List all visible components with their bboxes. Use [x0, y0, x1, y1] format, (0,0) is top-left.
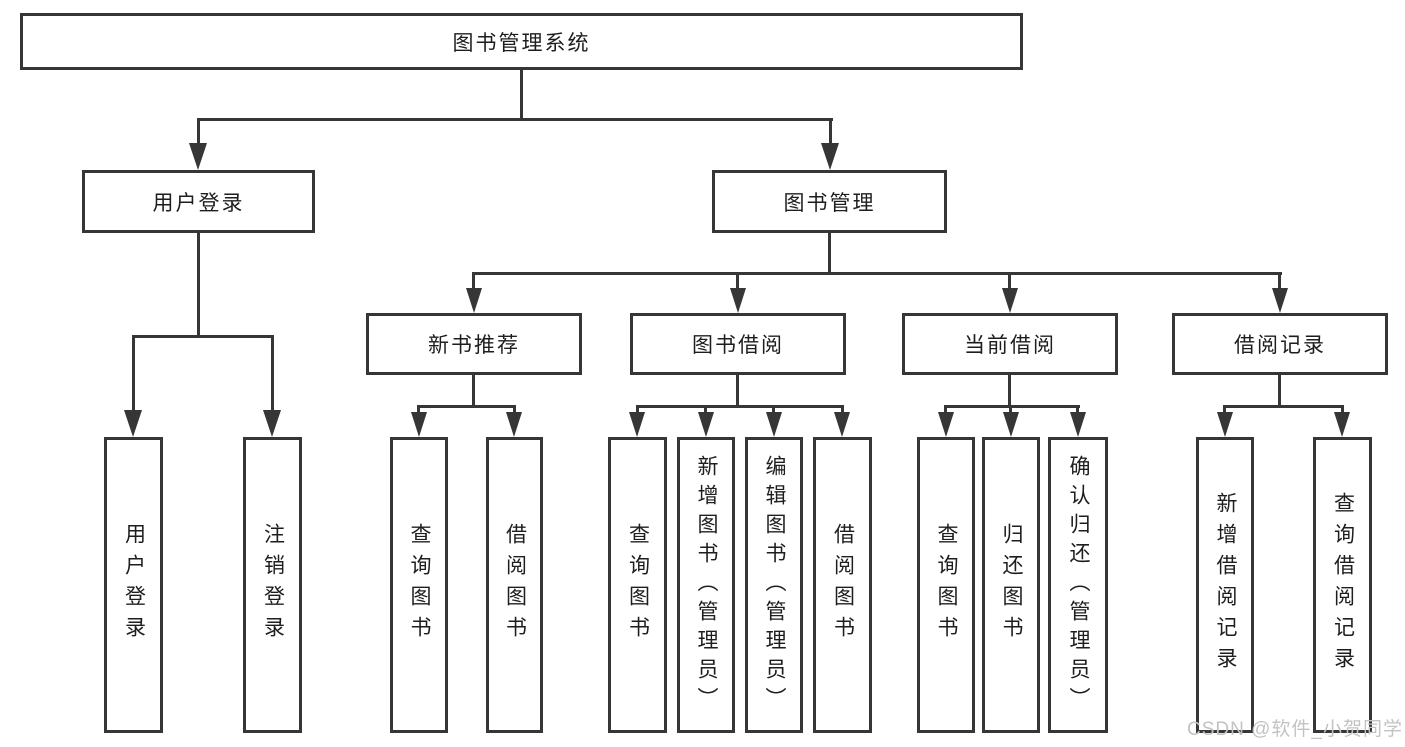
leaf-label: 借阅图书 — [503, 523, 527, 647]
arrow-down-icon — [938, 412, 954, 437]
connector-line — [1223, 405, 1344, 408]
arrow-down-icon — [411, 412, 427, 437]
leaf-label: 查询图书 — [626, 523, 650, 647]
connector-line — [1278, 275, 1281, 290]
node-current-borrow: 当前借阅 — [902, 313, 1118, 375]
arrow-down-icon — [730, 288, 746, 313]
node-book-management: 图书管理 — [712, 170, 947, 233]
arrow-down-icon — [1217, 412, 1233, 437]
leaf-label: 借阅图书 — [831, 523, 855, 647]
leaf-label: 新增图书（管理员） — [695, 454, 718, 716]
connector-line — [472, 275, 475, 290]
connector-line — [472, 375, 475, 407]
connector-line — [841, 408, 844, 415]
node-new-book-recommend-label: 新书推荐 — [428, 334, 520, 357]
connector-line — [1341, 408, 1344, 415]
connector-line — [828, 233, 831, 274]
connector-line — [1009, 408, 1012, 415]
connector-line — [736, 275, 739, 290]
arrow-down-icon — [1334, 412, 1350, 437]
node-root-label: 图书管理系统 — [452, 31, 591, 55]
leaf-label: 确认归还（管理员） — [1067, 454, 1090, 716]
leaf-label: 新增借阅记录 — [1214, 492, 1237, 678]
node-borrow-records: 借阅记录 — [1172, 313, 1388, 375]
connector-line — [1008, 275, 1011, 290]
arrow-down-icon — [834, 412, 850, 437]
arrow-down-icon — [698, 412, 714, 437]
connector-line — [472, 272, 1282, 275]
leaf-label: 查询图书 — [408, 523, 431, 647]
connector-line — [736, 375, 739, 407]
arrow-down-icon — [1070, 412, 1086, 437]
node-book-borrow: 图书借阅 — [630, 313, 846, 375]
node-add-book-admin: 新增图书（管理员） — [677, 437, 735, 733]
connector-line — [1223, 408, 1226, 415]
connector-line — [944, 405, 1080, 408]
connector-line — [197, 233, 200, 337]
arrow-down-icon — [1272, 288, 1288, 313]
connector-line — [829, 121, 832, 147]
arrow-down-icon — [124, 410, 142, 437]
connector-line — [271, 338, 274, 412]
connector-line — [944, 408, 947, 415]
connector-line — [197, 121, 200, 147]
connector-line — [636, 408, 639, 415]
arrow-down-icon — [506, 412, 522, 437]
arrow-down-icon — [1003, 412, 1019, 437]
connector-line — [636, 405, 844, 408]
connector-line — [772, 408, 775, 415]
connector-line — [1278, 375, 1281, 407]
node-user-login-action: 用户登录 — [104, 437, 163, 733]
arrow-down-icon — [189, 143, 207, 170]
leaf-label: 归还图书 — [1000, 523, 1023, 647]
node-borrow-book-recommend: 借阅图书 — [486, 437, 543, 733]
leaf-label: 用户登录 — [122, 523, 146, 647]
connector-line — [417, 408, 420, 415]
connector-line — [197, 118, 833, 121]
node-query-book-recommend: 查询图书 — [390, 437, 448, 733]
leaf-label: 注销登录 — [261, 523, 285, 647]
connector-line — [132, 335, 274, 338]
arrow-down-icon — [821, 143, 839, 170]
node-add-borrow-record: 新增借阅记录 — [1196, 437, 1254, 733]
node-borrow-book: 借阅图书 — [813, 437, 872, 733]
node-edit-book-admin: 编辑图书（管理员） — [745, 437, 803, 733]
connector-line — [513, 408, 516, 415]
connector-line — [1076, 408, 1079, 415]
node-logout-action: 注销登录 — [243, 437, 302, 733]
leaf-label: 查询图书 — [935, 523, 958, 647]
connector-line — [417, 405, 516, 408]
node-borrow-records-label: 借阅记录 — [1234, 334, 1326, 357]
arrow-down-icon — [1002, 288, 1018, 313]
arrow-down-icon — [766, 412, 782, 437]
node-current-borrow-label: 当前借阅 — [964, 334, 1056, 357]
node-user-login-label: 用户登录 — [152, 191, 245, 215]
node-book-borrow-label: 图书借阅 — [692, 334, 784, 357]
node-new-book-recommend: 新书推荐 — [366, 313, 582, 375]
connector-line — [704, 408, 707, 415]
node-user-login: 用户登录 — [82, 170, 315, 233]
leaf-label: 查询借阅记录 — [1331, 492, 1355, 678]
node-book-management-label: 图书管理 — [783, 191, 876, 215]
arrow-down-icon — [466, 288, 482, 313]
node-root-system: 图书管理系统 — [20, 13, 1023, 70]
leaf-label: 编辑图书（管理员） — [763, 454, 786, 716]
arrow-down-icon — [263, 410, 281, 437]
node-query-book-borrow: 查询图书 — [608, 437, 667, 733]
node-confirm-return-admin: 确认归还（管理员） — [1048, 437, 1108, 733]
connector-line — [1008, 375, 1011, 407]
connector-line — [132, 338, 135, 412]
arrow-down-icon — [629, 412, 645, 437]
node-query-book-current: 查询图书 — [917, 437, 975, 733]
node-return-book: 归还图书 — [982, 437, 1040, 733]
csdn-watermark: CSDN @软件_小贺同学 — [1187, 719, 1403, 740]
node-query-borrow-record: 查询借阅记录 — [1313, 437, 1372, 733]
connector-line — [520, 70, 523, 120]
